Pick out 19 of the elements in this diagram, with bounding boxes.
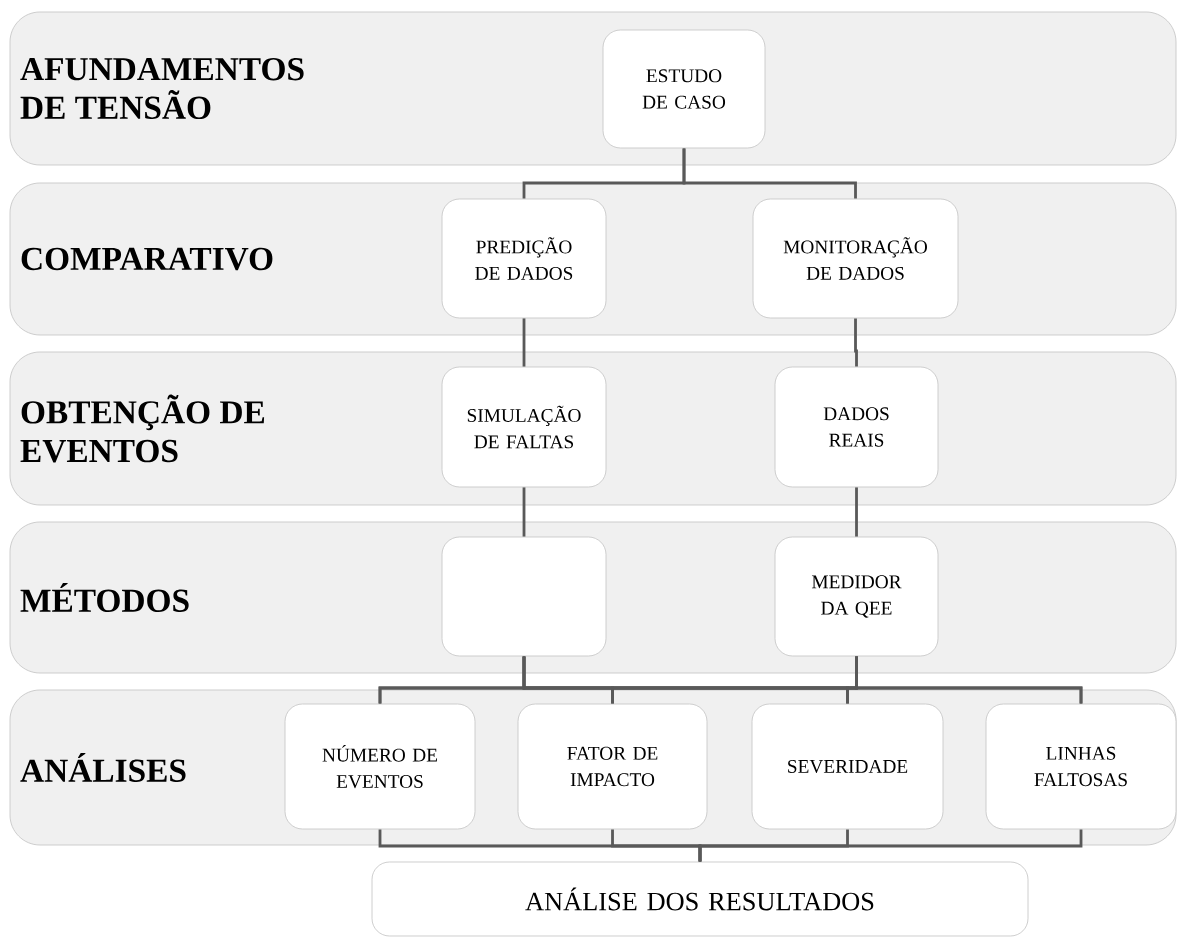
process-box: SIMULAÇÃO DE FALTAS bbox=[441, 366, 607, 488]
connector-line bbox=[698, 829, 1083, 862]
connector-line bbox=[855, 487, 858, 537]
process-box: DADOS REAIS bbox=[774, 366, 939, 488]
process-box: LINHAS FALTOSAS bbox=[985, 703, 1177, 830]
process-box: MEDIDOR DA QEE bbox=[774, 536, 939, 657]
process-box bbox=[441, 536, 607, 657]
process-box: ESTUDO DE CASO bbox=[602, 29, 766, 149]
process-box: FATOR DE IMPACTO bbox=[517, 703, 708, 830]
process-box: NÚMERO DE EVENTOS bbox=[284, 703, 476, 830]
process-box: PREDIÇÃO DE DADOS bbox=[441, 198, 607, 319]
result-box: ANÁLISE DOS RESULTADOS bbox=[371, 861, 1029, 937]
connector-line bbox=[855, 656, 1083, 704]
connector-line bbox=[522, 318, 526, 367]
connector-line bbox=[854, 318, 858, 367]
process-box: SEVERIDADE bbox=[751, 703, 944, 830]
connector-line bbox=[682, 148, 857, 199]
connector-line bbox=[522, 487, 526, 537]
process-box: MONITORAÇÃO DE DADOS bbox=[752, 198, 959, 319]
